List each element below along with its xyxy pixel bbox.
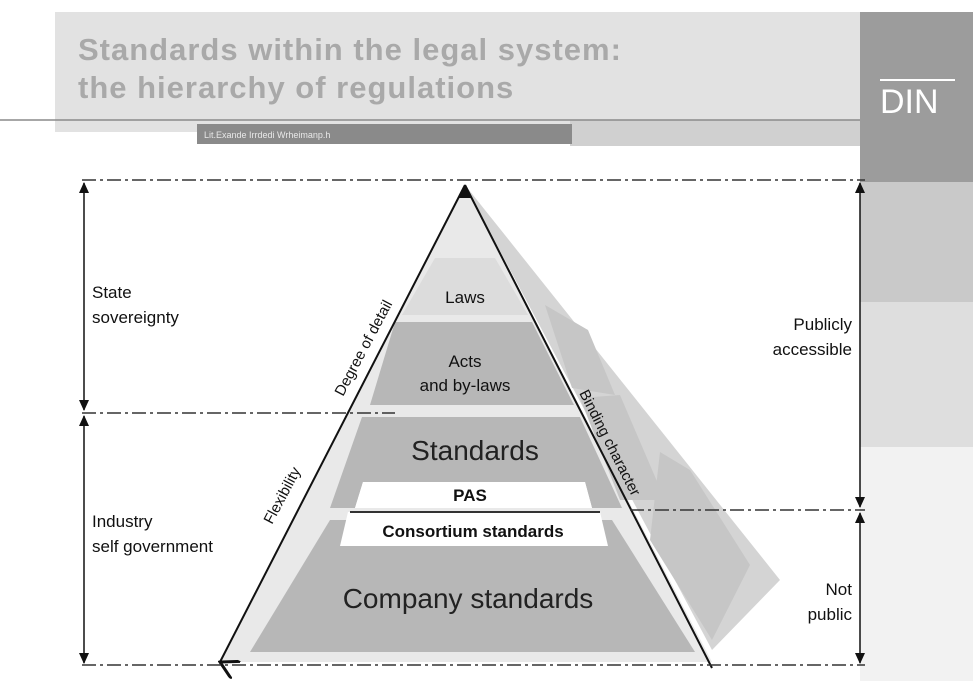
right-bracket-public-top-arrow [855,182,865,193]
header-right-block [570,120,860,146]
left-bracket-state-bottom-arrow [79,400,89,411]
standards-label: Standards [411,435,539,466]
acts-label-line1: Acts [448,352,481,371]
subtitle-bar [197,124,572,144]
consortium-label: Consortium standards [382,522,563,541]
header-band [55,12,860,132]
right-stripe-1 [860,182,973,302]
title-line-1: Standards within the legal system: [78,32,622,67]
left-bracket-state-top-arrow [79,182,89,193]
state-label-line1: State [92,283,132,302]
side-block-1 [545,305,615,395]
title-line-2: the hierarchy of regulations [78,70,514,105]
right-stripe-3 [860,447,973,681]
right-stripe-2 [860,302,973,447]
header-subtitle: Lit.Exande Irrdedi Wrheimanp.h [204,130,330,140]
right-bracket-public-bottom-arrow [855,497,865,508]
industry-label-line2: self government [92,537,213,556]
din-logo: DIN [880,83,939,121]
company-label: Company standards [343,583,594,614]
state-label-line2: sovereignty [92,308,179,327]
left-bracket-industry-top-arrow [79,415,89,426]
side-block-3 [650,452,750,640]
company-block [250,520,695,652]
acts-block [370,322,574,405]
apex-arrowhead [458,185,472,198]
pas-block-top [355,482,592,508]
left-bracket-industry-bottom-arrow [79,653,89,664]
industry-label-line1: Industry [92,512,153,531]
pas-label: PAS [453,486,487,505]
pyramid-left-edge [220,184,466,662]
pyramid-right-edge [464,184,713,669]
laws-label: Laws [445,288,485,307]
not-public-label-line1: Not [826,580,853,599]
right-bracket-not-public-top-arrow [855,512,865,523]
public-label-line1: Publicly [793,315,852,334]
side-block-2 [580,395,665,500]
acts-label-line2: and by-laws [420,376,511,395]
right-bracket-not-public-bottom-arrow [855,653,865,664]
not-public-label-line2: public [808,605,853,624]
laws-block [402,258,528,315]
logo-band [860,12,973,182]
consortium-block-top [340,512,608,546]
public-label-line2: accessible [773,340,852,359]
